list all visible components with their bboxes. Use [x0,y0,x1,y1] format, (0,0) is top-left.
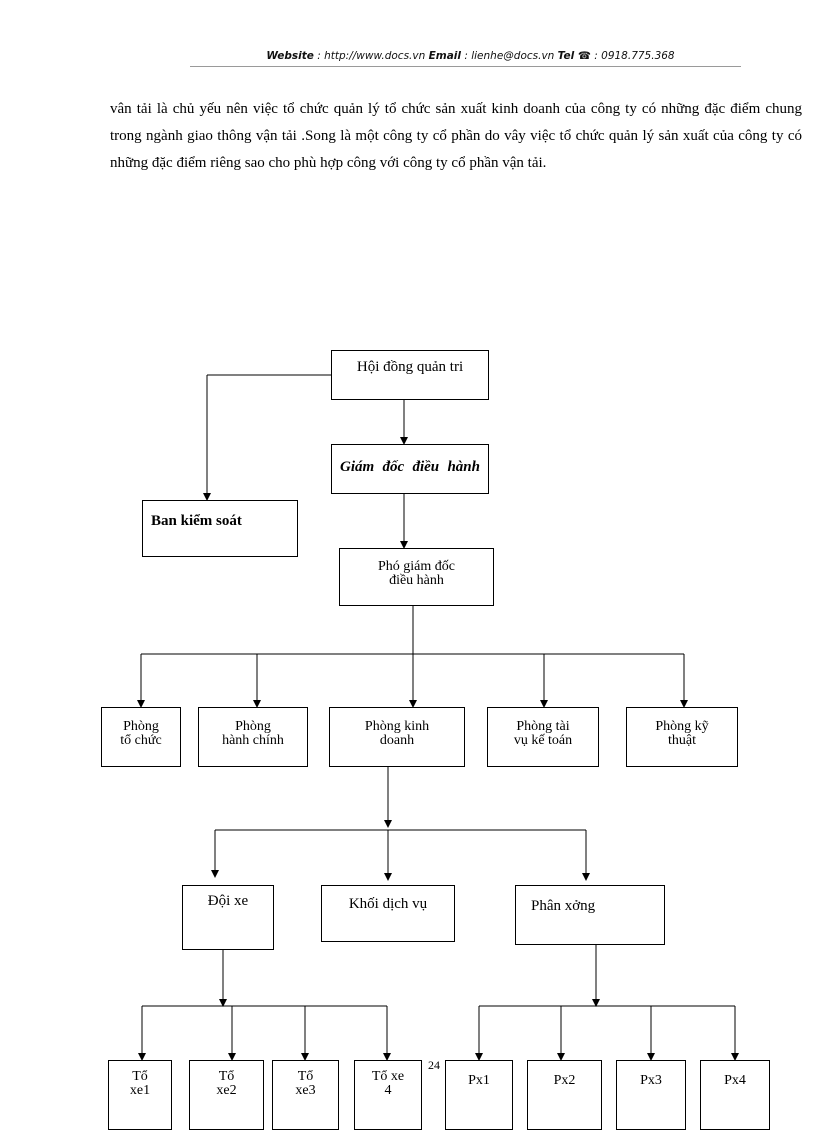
team-label-line2: xe1 [129,1083,151,1098]
deputy-label-line2: điều hành [389,573,444,588]
department-label-line1: Phòng kỹ [655,719,709,734]
department-box: Phòng tổ chức [101,707,181,767]
team-label-line1: Tổ [132,1069,148,1084]
department-label-line1: Phòng [235,719,271,734]
supervisory-box: Ban kiểm soát [142,500,298,557]
team-label-line2: 4 [384,1083,392,1098]
department-label-line2: doanh [379,733,415,748]
team-label-line2: xe3 [295,1083,316,1098]
ceo-label: Giám đốc điều hành [340,459,480,475]
department-box: Phòng tài vụ kế toán [487,707,599,767]
workshop-label: Px3 [640,1073,662,1088]
workshop-box: Px1 [445,1060,513,1130]
team-box: Tổ xe1 [108,1060,172,1130]
team-box: Tổ xe3 [272,1060,339,1130]
department-label-line1: Phòng kinh [364,719,430,734]
department-box: Phòng kinh doanh [329,707,465,767]
department-label-line2: thuật [668,733,696,748]
unit-label: Đội xe [207,893,249,909]
board-box: Hội đồng quản tri [331,350,489,400]
workshop-box: Px4 [700,1060,770,1130]
tel-label: Tel ☎ [557,50,591,62]
workshop-box: Px2 [527,1060,602,1130]
team-label-line1: Tổ xe [371,1069,405,1084]
deputy-label-line1: Phó giám đốc [378,559,455,574]
deputy-box: Phó giám đốc điều hành [339,548,494,606]
department-label-line2: hành chính [222,733,284,748]
department-label-line2: tổ chức [120,733,162,748]
body-paragraph: vân tải là chủ yếu nên việc tổ chức quản… [110,101,802,171]
department-box: Phòng kỹ thuật [626,707,738,767]
email-value: : lienhe@docs.vn [461,50,558,62]
page-number: 24 [428,1058,440,1072]
ceo-box: Giám đốc điều hành [331,444,489,494]
unit-box: Đội xe [182,885,274,950]
unit-label: Khối dịch vụ [348,896,428,912]
department-label-line2: vụ kế toán [513,733,573,748]
workshop-box: Px3 [616,1060,686,1130]
department-label-line1: Phòng [123,719,159,734]
team-box: Tổ xe2 [189,1060,264,1130]
supervisory-label: Ban kiểm soát [151,513,242,529]
team-label-line1: Tổ [297,1069,314,1084]
unit-box: Phân xởng [515,885,665,945]
page-header: Website : http://www.docs.vn Email : lie… [200,50,741,62]
board-label: Hội đồng quản tri [356,359,464,375]
workshop-label: Px2 [553,1073,576,1088]
team-label-line1: Tổ [218,1069,235,1084]
workshop-label: Px4 [724,1073,746,1088]
website-label: Website [266,50,314,62]
department-box: Phòng hành chính [198,707,308,767]
header-rule [190,66,741,67]
team-label-line2: xe2 [216,1083,237,1098]
department-label-line1: Phòng tài [516,719,570,734]
unit-box: Khối dịch vụ [321,885,455,942]
unit-label: Phân xởng [531,898,596,914]
team-box: Tổ xe 4 [354,1060,422,1130]
email-label: Email [428,50,461,62]
workshop-label: Px1 [468,1073,490,1088]
tel-value: : 0918.775.368 [590,50,675,62]
website-value: : http://www.docs.vn [313,50,429,62]
